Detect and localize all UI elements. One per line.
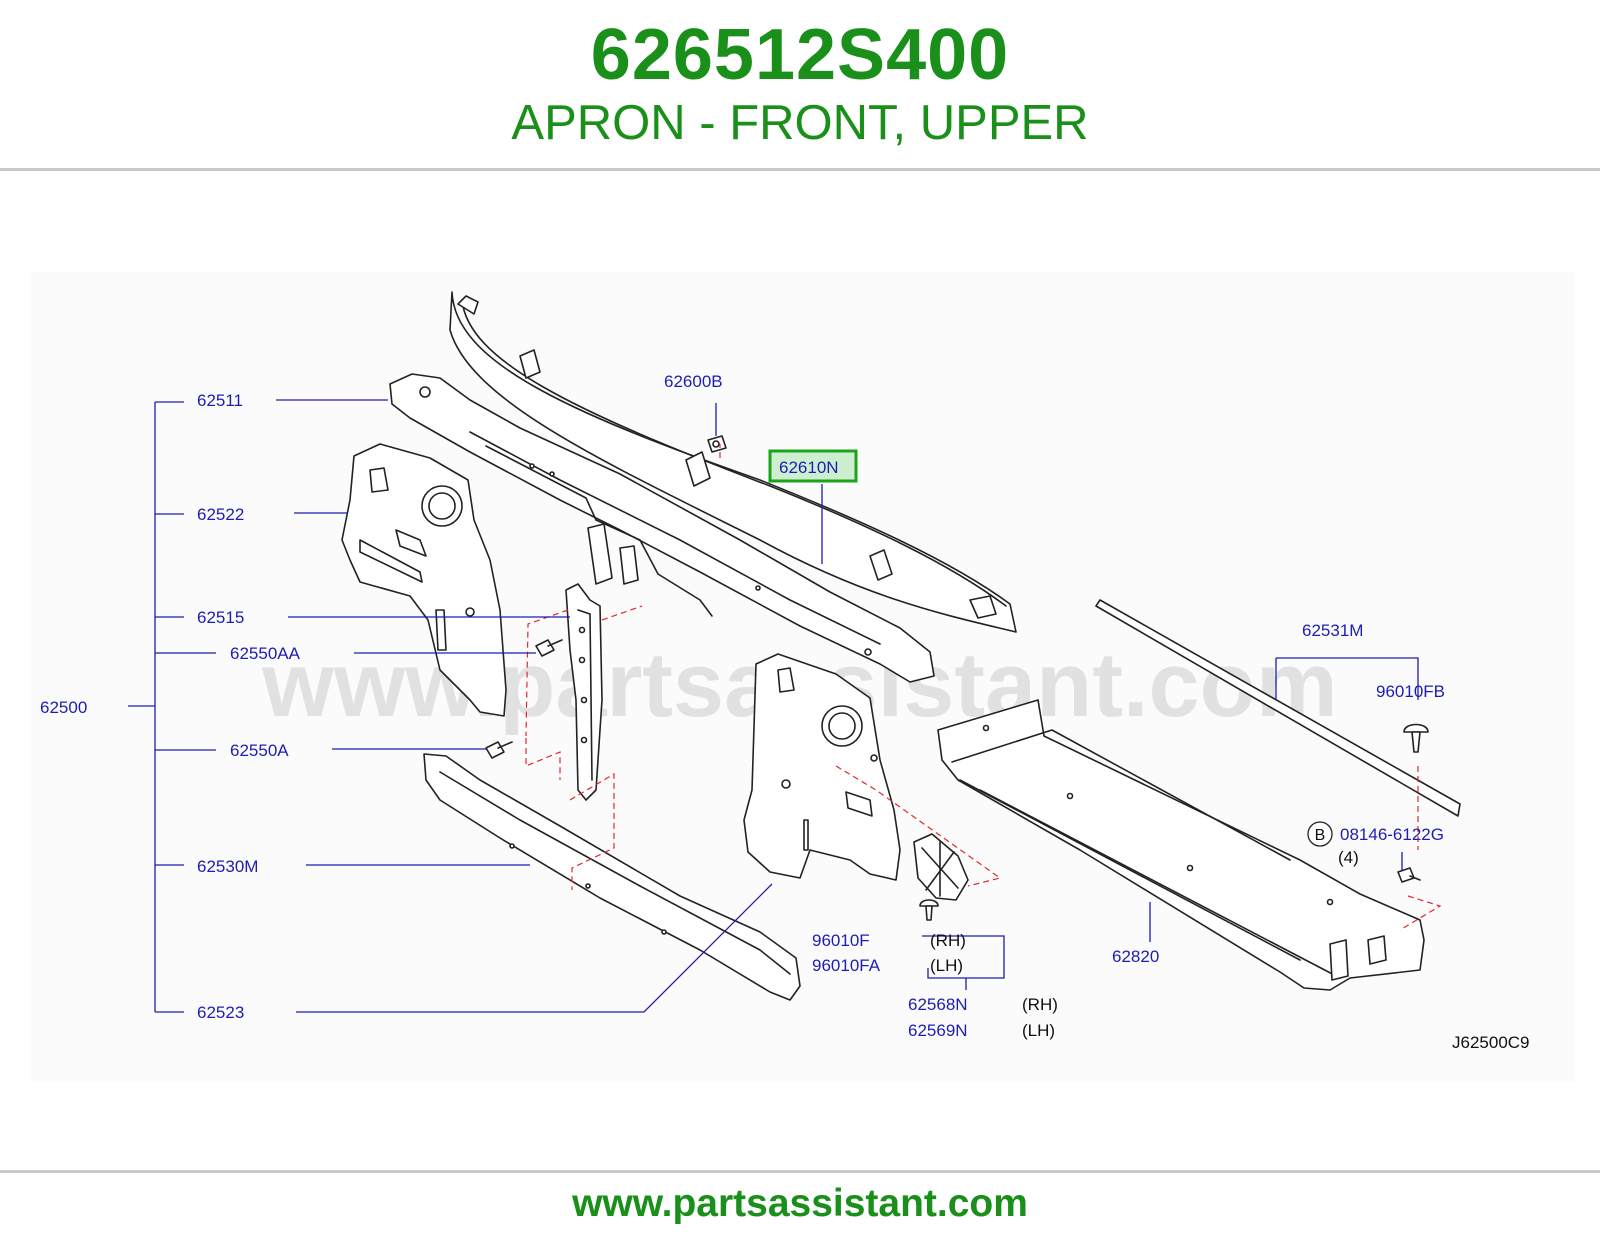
callout-62568n[interactable]: 62568N <box>908 995 968 1014</box>
bolt-08146-illustration <box>1397 867 1421 883</box>
bolt-62550a-illustration <box>485 741 513 759</box>
callout-96010fa[interactable]: 96010FA <box>812 956 881 975</box>
note-96010fa-lh: (LH) <box>930 956 963 975</box>
part-name-subtitle: APRON - FRONT, UPPER <box>511 96 1089 150</box>
page-header: 626512S400 APRON - FRONT, UPPER <box>0 0 1600 168</box>
clip-96010fb-illustration <box>1403 723 1429 753</box>
callout-62523[interactable]: 62523 <box>197 1003 244 1022</box>
callout-62511[interactable]: 62511 <box>197 391 243 410</box>
callout-62600b[interactable]: 62600B <box>664 372 723 391</box>
nut-62600b-illustration <box>707 435 727 453</box>
footer-website-link[interactable]: www.partsassistant.com <box>572 1182 1028 1225</box>
callout-62531m[interactable]: 62531M <box>1302 621 1363 640</box>
note-quantity-4: (4) <box>1338 848 1359 867</box>
upper-apron-illustration <box>389 373 935 683</box>
upper-reinforcement-bar-illustration <box>449 291 1017 633</box>
callout-62820[interactable]: 62820 <box>1112 947 1159 966</box>
circle-b-marker <box>1307 821 1333 847</box>
callout-62569n[interactable]: 62569N <box>908 1021 968 1040</box>
callout-62610n[interactable]: 62610N <box>779 458 839 477</box>
callout-62500[interactable]: 62500 <box>40 698 87 717</box>
note-62569n-lh: (LH) <box>1022 1021 1055 1040</box>
callout-08146-6122g[interactable]: 08146-6122G <box>1340 825 1444 844</box>
callout-62530m[interactable]: 62530M <box>197 857 258 876</box>
highlighted-part-box <box>768 449 858 483</box>
callout-62522[interactable]: 62522 <box>197 505 244 524</box>
callout-62550a[interactable]: 62550A <box>230 741 289 760</box>
callout-62550aa[interactable]: 62550AA <box>230 644 301 663</box>
alignment-dashed-lines <box>525 444 1442 931</box>
callout-62515[interactable]: 62515 <box>197 608 244 627</box>
callout-leader-lines <box>128 399 1419 1013</box>
callout-96010fb[interactable]: 96010FB <box>1376 682 1445 701</box>
header-divider <box>0 168 1600 171</box>
note-96010f-rh: (RH) <box>930 931 966 950</box>
footer-divider <box>0 1170 1600 1173</box>
right-side-panel-illustration <box>743 653 901 881</box>
hood-lock-stay-illustration <box>565 583 603 801</box>
bolt-62550aa-illustration <box>535 639 563 657</box>
circle-b-label: B <box>1315 827 1326 844</box>
diagram-code: J62500C9 <box>1452 1033 1530 1052</box>
air-guide-strip-illustration <box>1095 599 1461 817</box>
left-side-panel-illustration <box>341 443 507 717</box>
note-62568n-rh: (RH) <box>1022 995 1058 1014</box>
undercover-illustration <box>937 699 1425 991</box>
clip-96010f-illustration <box>919 899 939 921</box>
cover-disc-illustration <box>913 833 969 901</box>
callout-96010f[interactable]: 96010F <box>812 931 870 950</box>
lower-crossmember-illustration <box>423 753 801 1001</box>
part-number-title: 626512S400 <box>590 15 1010 95</box>
